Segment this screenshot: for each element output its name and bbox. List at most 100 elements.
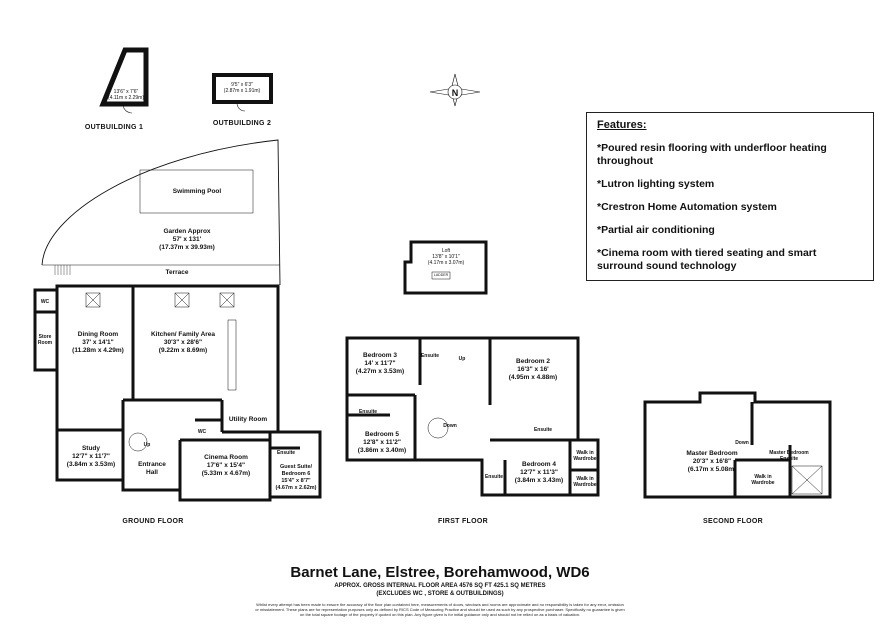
ground-floor-walls — [33, 284, 322, 502]
feature-item: *Crestron Home Automation system — [597, 201, 777, 213]
feature-item: *Partial air conditioning — [597, 224, 715, 236]
room-dims-metric: (6.17m x 5.08m) — [687, 466, 737, 473]
room-dims-metric: (11.28m x 4.29m) — [72, 347, 124, 354]
dims-imperial: 9'5" x 6'3" — [231, 82, 253, 88]
stairs-up-label-first: Up — [458, 356, 466, 362]
room-dims-metric: (3.86m x 3.40m) — [357, 447, 407, 454]
room-dining: Dining Room 37' x 14'1" (11.28m x 4.29m) — [72, 331, 124, 355]
room-name: Kitchen/ Family Area — [150, 331, 216, 338]
room-store: Store Room — [37, 334, 53, 346]
room-dims-metric: (4.27m x 3.53m) — [355, 368, 405, 375]
room-dims-metric: (5.33m x 4.67m) — [201, 470, 251, 477]
garden-name: Garden Approx — [163, 228, 211, 235]
room-walk-in-wardrobe-1: Walk in Wardrobe — [573, 450, 597, 462]
ladder-label: LADDER — [433, 273, 449, 277]
room-name: Study — [81, 445, 101, 452]
garden-label: Garden Approx 57' x 131' (17.37m x 39.93… — [159, 228, 215, 252]
room-wc-2: WC — [197, 429, 207, 435]
outbuilding-2-walls — [212, 73, 273, 104]
stairs-up-label: Up — [143, 442, 151, 448]
stairs-down-label-second: Down — [735, 440, 749, 446]
room-ensuite-5: Ensuite — [358, 409, 378, 415]
outbuilding-2-dims: 9'5" x 6'3" (2.87m x 1.91m) — [224, 82, 260, 94]
room-master-bedroom: Master Bedroom 20'3" x 16'8" (6.17m x 5.… — [686, 450, 737, 474]
room-study: Study 12'7" x 11'7" (3.84m x 3.53m) — [67, 445, 115, 469]
room-name: Guest Suite/ Bedroom 6 — [279, 464, 313, 477]
room-dims-metric: (4.17m x 3.07m) — [427, 260, 465, 266]
skylight-icons — [85, 292, 237, 391]
swimming-pool-label: Swimming Pool — [172, 188, 222, 195]
room-master-ensuite: Master Bedroom Ensuite — [769, 450, 809, 462]
features-title: Features: — [597, 119, 647, 131]
stairs-down-label: Down — [443, 423, 457, 429]
dims-metric: (4.11m x 2.29m) — [107, 95, 145, 101]
outbuilding-1-label: OUTBUILDING 1 — [84, 124, 144, 131]
room-walk-in-wardrobe-2: Walk in Wardrobe — [573, 476, 597, 488]
room-loft: Loft 13'8" x 10'1" (4.17m x 3.07m) — [428, 248, 464, 266]
room-guest-suite: Guest Suite/ Bedroom 6 15'4" x 8'7" (4.6… — [276, 464, 317, 492]
room-name: Bedroom 3 — [363, 352, 397, 359]
room-dims-imperial: 12'7" x 11'7" — [72, 453, 110, 460]
room-walk-in-wardrobe-master: Walk in Wardrobe — [751, 474, 775, 486]
first-floor-label: FIRST FLOOR — [438, 518, 488, 525]
room-dims-imperial: 16'3" x 16' — [517, 366, 549, 373]
room-entrance-hall: Entrance Hall — [138, 461, 166, 476]
room-bedroom-5: Bedroom 5 12'8" x 11'2" (3.86m x 3.40m) — [358, 431, 406, 455]
shower-icon — [791, 465, 823, 495]
room-dims-imperial: 12'8" x 11'2" — [363, 439, 401, 446]
room-dims-imperial: 13'8" x 10'1" — [432, 254, 460, 260]
spiral-stair-icon-first — [427, 417, 449, 439]
outbuilding-1-walls — [99, 47, 149, 107]
outbuilding-1-dims: 13'6" x 7'6" (4.11m x 2.29m) — [108, 89, 144, 101]
room-dims-metric: (3.84m x 3.43m) — [514, 477, 564, 484]
feature-item: *Poured resin flooring with underfloor h… — [597, 142, 827, 167]
second-floor-label: SECOND FLOOR — [703, 518, 763, 525]
second-floor-walls — [643, 391, 832, 499]
room-wc: WC — [40, 299, 50, 305]
spiral-stair-icon — [128, 432, 148, 452]
outbuilding-2-label: OUTBUILDING 2 — [212, 120, 272, 127]
room-bedroom-3: Bedroom 3 14' x 11'7" (4.27m x 3.53m) — [356, 352, 404, 376]
ground-floor-label: GROUND FLOOR — [122, 518, 184, 525]
room-cinema: Cinema Room 17'6" x 15'4" (5.33m x 4.67m… — [202, 454, 250, 478]
disclaimer-text: Whilst every attempt has been made to en… — [255, 602, 625, 617]
room-bedroom-4: Bedroom 4 12'7" x 11'3" (3.84m x 3.43m) — [515, 461, 563, 485]
room-dims-imperial: 20'3" x 16'8" — [692, 458, 732, 465]
room-dims-imperial: 15'4" x 8'7" — [281, 478, 311, 484]
room-name: Loft — [441, 248, 451, 254]
room-bedroom-2: Bedroom 2 16'3" x 16' (4.95m x 4.88m) — [509, 358, 557, 382]
room-name: Bedroom 4 — [522, 461, 556, 468]
garden-dims-imperial: 57' x 131' — [172, 236, 202, 243]
feature-item: *Lutron lighting system — [597, 178, 715, 190]
room-dims-imperial: 37' x 14'1" — [82, 339, 114, 346]
room-dims-metric: (4.67m x 2.62m) — [275, 485, 317, 491]
room-dims-imperial: 14' x 11'7" — [364, 360, 396, 367]
property-title: Barnet Lane, Elstree, Borehamwood, WD6 — [290, 564, 590, 581]
room-ensuite-4: Ensuite — [484, 474, 504, 480]
garden-boundary — [41, 139, 281, 286]
swimming-pool — [139, 169, 254, 214]
floor-area-text: APPROX. GROSS INTERNAL FLOOR AREA 4576 S… — [334, 583, 546, 589]
features-box: Features: *Poured resin flooring with un… — [586, 112, 874, 281]
outbuilding-2-door — [236, 102, 246, 112]
room-dims-metric: (9.22m x 8.69m) — [158, 347, 208, 354]
room-dims-imperial: 12'7" x 11'3" — [520, 469, 558, 476]
room-dims-imperial: 17'6" x 15'4" — [206, 462, 246, 469]
room-utility: Utility Room — [228, 416, 268, 423]
room-dims-imperial: 30'3" x 28'6" — [163, 339, 203, 346]
garden-steps-icon — [54, 265, 71, 275]
loft-walls — [403, 240, 488, 295]
room-kitchen: Kitchen/ Family Area 30'3" x 28'6" (9.22… — [151, 331, 215, 355]
room-ensuite-ground: Ensuite — [276, 450, 296, 456]
room-dims-metric: (3.84m x 3.53m) — [66, 461, 116, 468]
dims-imperial: 13'6" x 7'6" — [113, 89, 139, 95]
room-name: Master Bedroom — [686, 450, 738, 457]
room-name: Bedroom 5 — [365, 431, 399, 438]
room-dims-metric: (4.95m x 4.88m) — [508, 374, 558, 381]
compass-icon — [429, 73, 481, 107]
outbuilding-1-door — [122, 104, 133, 114]
terrace-label: Terrace — [165, 269, 189, 276]
room-name: Cinema Room — [204, 454, 248, 461]
